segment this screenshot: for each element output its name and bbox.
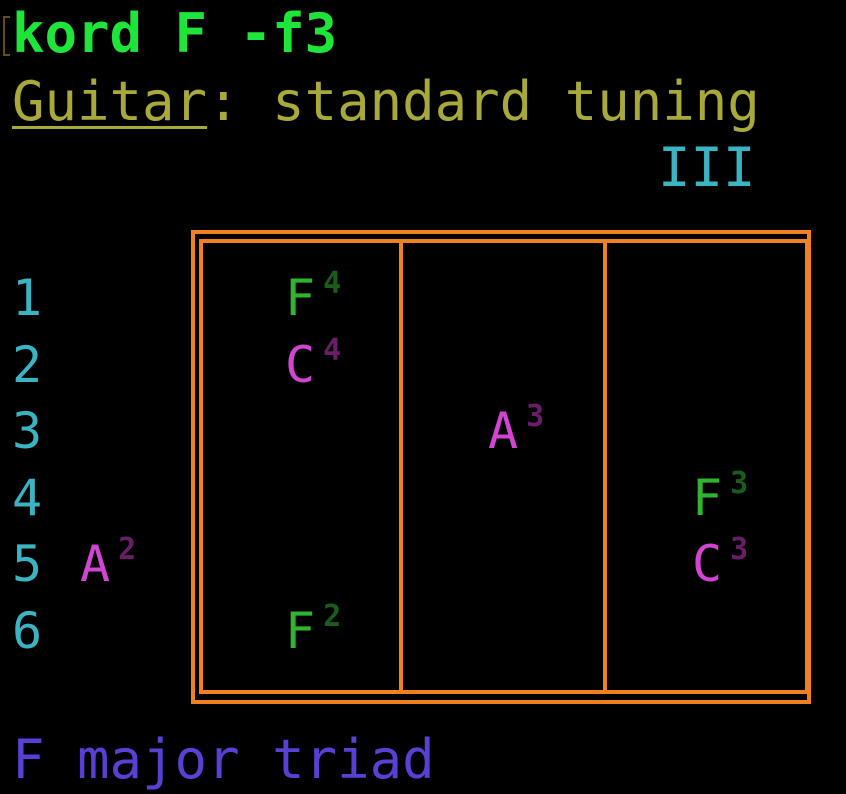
note-letter: C [692, 535, 723, 593]
cursor-bracket [3, 16, 10, 56]
note-octave: 4 [323, 266, 342, 301]
tuning-label: : standard tuning [207, 70, 760, 133]
command-line: kord F -f3 [12, 2, 338, 65]
chord-name-label: F major triad [12, 728, 435, 791]
note-letter: C [285, 335, 316, 394]
note-letter: A [488, 402, 519, 460]
string-number-5: 5 [12, 535, 43, 593]
tuning-line: Guitar: standard tuning [12, 72, 760, 132]
instrument-label: Guitar [12, 70, 208, 133]
note-letter: F [285, 601, 316, 660]
string-number-6: 6 [12, 601, 43, 660]
note-letter: A [80, 535, 111, 593]
note-octave: 3 [730, 465, 749, 501]
note-octave: 3 [526, 399, 545, 434]
fret-position-label: III [658, 136, 756, 199]
string-number-4: 4 [12, 468, 43, 527]
fretboard-inner-border [199, 239, 809, 694]
string-number-1: 1 [12, 269, 43, 327]
note-octave: 4 [323, 332, 342, 368]
string-number-3: 3 [12, 402, 43, 460]
string-number-2: 2 [12, 335, 43, 394]
note-letter: F [692, 468, 723, 527]
note-octave: 2 [323, 598, 342, 634]
note-letter: F [285, 269, 316, 327]
note-octave: 3 [730, 532, 749, 567]
note-octave: 2 [118, 532, 137, 567]
